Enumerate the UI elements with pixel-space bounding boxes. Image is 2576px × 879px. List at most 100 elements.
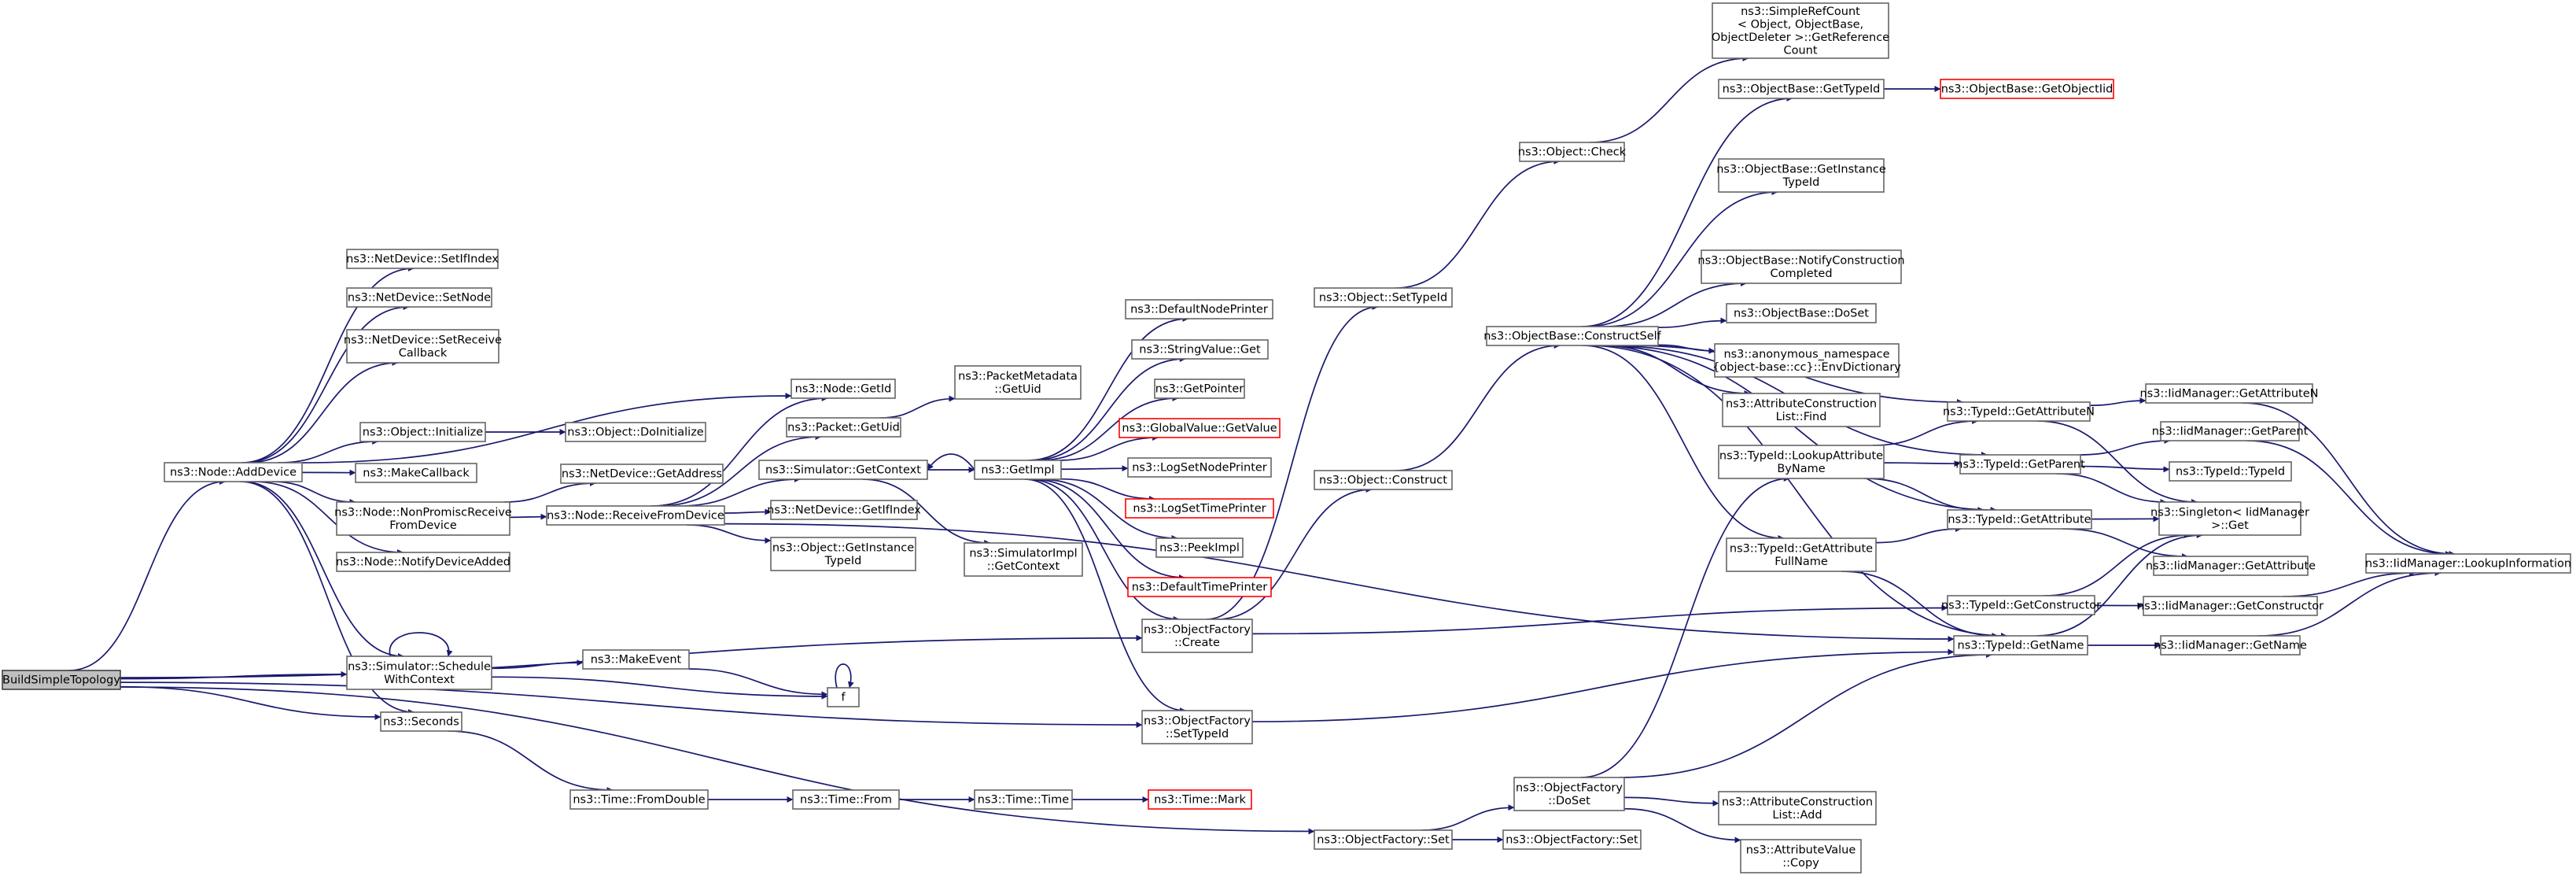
node-time-mark[interactable]: ns3::Time::Mark [1148,789,1252,810]
node-ob-notify[interactable]: ns3::ObjectBase::NotifyConstructionCompl… [1697,249,1905,284]
node-label-line: ns3::Node::NonPromiscReceive [334,506,512,519]
node-obj-do-init[interactable]: ns3::Object::DoInitialize [565,422,706,442]
edge-line [1623,796,1719,807]
node-label-line: ns3::GetImpl [981,464,1054,477]
node-obj-check[interactable]: ns3::Object::Check [1518,142,1627,162]
node-obj-init[interactable]: ns3::Object::Initialize [359,422,486,442]
edge-line [1038,395,1179,461]
node-tid-get-name[interactable]: ns3::TypeId::GetName [1953,635,2088,656]
node-time-time[interactable]: ns3::Time::Time [974,789,1073,810]
node-singleton-get[interactable]: ns3::Singleton< IidManager>::Get [2150,501,2309,536]
node-nd-set-if[interactable]: ns3::NetDevice::SetIfIndex [346,249,499,269]
node-iid-lookup-info[interactable]: ns3::IidManager::LookupInformation [2365,553,2571,574]
node-str-val-get[interactable]: ns3::StringValue::Get [1131,339,1269,360]
node-label-line: ns3::AttributeValue [1746,844,1856,856]
node-peek-impl[interactable]: ns3::PeekImpl [1155,537,1244,558]
node-make-event[interactable]: ns3::MakeEvent [582,649,690,670]
node-recv-from-dev[interactable]: ns3::Node::ReceiveFromDevice [546,505,725,526]
node-obj-construct[interactable]: ns3::Object::Construct [1314,470,1453,490]
node-f[interactable]: f [827,687,860,707]
node-of-create[interactable]: ns3::ObjectFactory::Create [1141,619,1253,653]
node-pkt-get-uid[interactable]: ns3::Packet::GetUid [786,417,901,438]
node-def-time-printer[interactable]: ns3::DefaultTimePrinter [1127,577,1272,597]
node-log-set-node[interactable]: ns3::LogSetNodePrinter [1127,457,1272,478]
edge-line [724,508,772,515]
node-sim-impl-get-ctx[interactable]: ns3::SimulatorImpl::GetContext [964,542,1083,577]
node-anon-env[interactable]: ns3::anonymous_namespace{object-base::cc… [1712,343,1901,378]
edge-line [1251,604,1948,635]
node-label-line: ns3::LogSetTimePrinter [1133,503,1266,515]
node-box [2160,635,2301,656]
node-nd-set-node[interactable]: ns3::NetDevice::SetNode [346,287,492,308]
edge-tid-lookup-attr-to-tid-get-parent [1883,460,1961,467]
node-iid-get-parent[interactable]: ns3::IidManager::GetParent [2152,421,2309,441]
node-make-cb[interactable]: ns3::MakeCallback [355,463,477,483]
edge-line [1590,55,1749,143]
node-of-set-type-id[interactable]: ns3::ObjectFactory::SetTypeId [1141,710,1253,744]
edge-line [389,632,453,657]
node-tid-get-attr-n[interactable]: ns3::TypeId::GetAttributeN [1943,401,2095,422]
node-node-get-id[interactable]: ns3::Node::GetId [790,379,896,399]
node-label-line: ns3::Object::SetTypeId [1319,292,1447,305]
node-label-line: ns3::TypeId::GetConstructor [1941,600,2101,612]
node-obj-set-tid[interactable]: ns3::Object::SetTypeId [1314,287,1453,308]
node-src-get-ref[interactable]: ns3::SimpleRefCount< Object, ObjectBase,… [1712,2,1889,59]
node-gv-get-value[interactable]: ns3::GlobalValue::GetValue [1118,418,1281,438]
edge-line [2242,402,2456,557]
node-box [569,789,709,810]
node-label-line: FullName [1774,556,1828,568]
node-log-set-time[interactable]: ns3::LogSetTimePrinter [1125,498,1274,519]
node-iid-get-ctor[interactable]: ns3::IidManager::GetConstructor [2137,596,2324,616]
edge-line [835,663,854,689]
node-get-pointer[interactable]: ns3::GetPointer [1154,379,1245,399]
node-add-device[interactable]: ns3::Node::AddDevice [164,462,303,482]
node-av-copy[interactable]: ns3::AttributeValue::Copy [1740,839,1862,873]
node-pm-get-uid[interactable]: ns3::PacketMetadata::GetUid [954,365,1082,400]
node-construct-self[interactable]: ns3::ObjectBase::ConstructSelf [1483,326,1662,346]
node-label-line: ns3::IidManager::GetAttribute [2146,560,2316,573]
node-label-line: ns3::Object::GetInstance [772,541,914,554]
node-of-set2[interactable]: ns3::ObjectFactory::Set [1502,829,1642,850]
node-ob-do-set[interactable]: ns3::ObjectBase::DoSet [1726,303,1877,323]
node-time-from[interactable]: ns3::Time::From [792,789,900,810]
edge-line [1395,158,1561,289]
node-ob-get-tid[interactable]: ns3::ObjectBase::GetTypeId [1718,79,1885,99]
node-tid-get-attr[interactable]: ns3::TypeId::GetAttribute [1947,509,2092,530]
edge-line [1581,95,1793,327]
node-from-double[interactable]: ns3::Time::FromDouble [569,789,709,810]
edge-line [2037,420,2198,505]
edge-obj-set-tid-to-obj-check [1395,158,1561,289]
node-def-node-printer[interactable]: ns3::DefaultNodePrinter [1125,299,1273,319]
node-iid-get-name[interactable]: ns3::IidManager::GetName [2154,635,2307,656]
node-tid-get-parent[interactable]: ns3::TypeId::GetParent [1955,454,2085,475]
edge-line [1039,478,1178,541]
node-nd-get-if[interactable]: ns3::NetDevice::GetIfIndex [767,500,921,520]
node-seconds[interactable]: ns3::Seconds [380,711,463,732]
node-label-line: {object-base::cc}::EnvDictionary [1712,361,1901,374]
node-nd-get-addr[interactable]: ns3::NetDevice::GetAddress [560,464,724,484]
node-of-do-set[interactable]: ns3::ObjectFactory::DoSet [1513,777,1625,811]
node-tid-type-id[interactable]: ns3::TypeId::TypeId [2169,461,2292,482]
node-sim-get-ctx[interactable]: ns3::Simulator::GetContext [758,460,928,480]
edge-line [243,304,410,464]
node-notify-added[interactable]: ns3::Node::NotifyDeviceAdded [336,552,510,572]
node-iid-get-attr-n[interactable]: ns3::IidManager::GetAttributeN [2139,383,2319,404]
node-iid-get-attr[interactable]: ns3::IidManager::GetAttribute [2146,556,2316,576]
node-get-impl[interactable]: ns3::GetImpl [974,460,1062,480]
node-label-line: Callback [399,347,448,360]
edge-construct-self-to-ob-do-set [1657,317,1727,328]
node-of-set[interactable]: ns3::ObjectFactory::Set [1314,829,1453,850]
edge-get-impl-to-log-set-time [1060,478,1155,502]
node-label-line: ns3::IidManager::GetName [2154,640,2307,652]
node-ob-get-object-iid[interactable]: ns3::ObjectBase::GetObjectIid [1940,79,2114,99]
node-tid-get-ctor[interactable]: ns3::TypeId::GetConstructor [1941,595,2101,615]
